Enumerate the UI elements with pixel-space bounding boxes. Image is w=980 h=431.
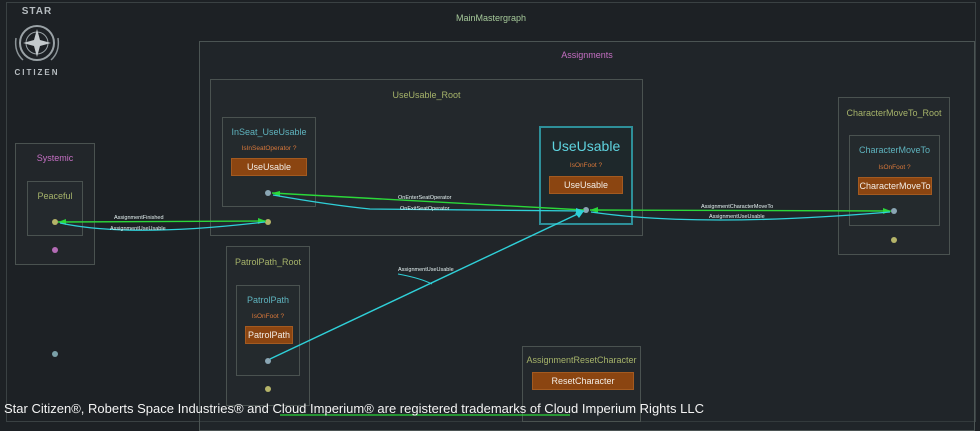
edge-label-assignment-useusable-1: AssignmentUseUsable xyxy=(110,226,166,232)
reset-character-state[interactable]: ResetCharacter xyxy=(532,372,634,390)
edge-on-exit-seat[interactable] xyxy=(272,194,585,212)
useusable-node[interactable]: UseUsable IsOnFoot ? UseUsable xyxy=(539,126,633,225)
inseat-useusable-node[interactable]: InSeat_UseUsable IsInSeatOperator ? UseU… xyxy=(222,117,316,207)
edge-label-assignment-charmove: AssignmentCharacterMoveTo xyxy=(701,204,773,210)
patrolpath-port[interactable] xyxy=(265,358,271,364)
assignment-reset-character-title: AssignmentResetCharacter xyxy=(526,355,637,365)
transition-edges: AssignmentFinished AssignmentUseUsable O… xyxy=(57,191,892,416)
inseat-condition: IsInSeatOperator ? xyxy=(241,145,297,152)
patrolpath-root-port[interactable] xyxy=(265,386,271,392)
main-graph-port[interactable] xyxy=(52,351,58,357)
edge-on-enter-seat[interactable] xyxy=(271,192,585,211)
inseat-state-useusable[interactable]: UseUsable xyxy=(231,158,307,176)
edge-label-on-exit-seat: OnExitSeatOperator xyxy=(400,206,450,212)
useusable-root-title: UseUsable_Root xyxy=(392,90,461,100)
inseat-port[interactable] xyxy=(265,190,271,196)
star-emblem-icon xyxy=(14,25,60,61)
patrolpath-condition: IsOnFoot ? xyxy=(251,313,285,320)
peaceful-title: Peaceful xyxy=(37,191,73,201)
charactermoveto-root-title: CharacterMoveTo_Root xyxy=(846,108,942,118)
star-citizen-logo: STAR CITIZEN xyxy=(8,6,66,78)
useusable-state[interactable]: UseUsable xyxy=(549,176,623,194)
patrolpath-root-title: PatrolPath_Root xyxy=(234,257,302,267)
edge-label-assignment-useusable-3: AssignmentUseUsable xyxy=(398,267,454,273)
assignment-reset-character-node[interactable]: AssignmentResetCharacter ResetCharacter xyxy=(522,346,641,422)
charactermoveto-port[interactable] xyxy=(891,208,897,214)
edge-label-on-enter-seat: OnEnterSeatOperator xyxy=(398,195,452,201)
edge-arrow-useusable-2 xyxy=(590,207,598,213)
edge-assignment-useusable-2[interactable] xyxy=(590,211,891,221)
assignments-title: Assignments xyxy=(561,50,613,60)
edge-label-assignment-useusable-2: AssignmentUseUsable xyxy=(709,214,765,220)
edge-assignment-charmove[interactable] xyxy=(589,209,892,212)
patrolpath-state[interactable]: PatrolPath xyxy=(245,326,293,344)
peaceful-port[interactable] xyxy=(52,219,58,225)
edge-assignment-finished[interactable] xyxy=(57,220,267,223)
charactermoveto-state[interactable]: CharacterMoveTo xyxy=(858,177,932,195)
inseat-useusable-title: InSeat_UseUsable xyxy=(231,127,307,137)
charactermoveto-root-port[interactable] xyxy=(891,237,897,243)
main-mastergraph-title: MainMastergraph xyxy=(455,13,527,23)
logo-line-1: STAR xyxy=(21,6,53,17)
logo-line-2: CITIZEN xyxy=(14,68,60,77)
edge-label-assignment-finished: AssignmentFinished xyxy=(114,215,164,221)
charactermoveto-title: CharacterMoveTo xyxy=(858,145,931,155)
useusable-port[interactable] xyxy=(583,207,589,213)
patrolpath-title: PatrolPath xyxy=(246,295,290,305)
useusable-condition: IsOnFoot ? xyxy=(569,162,603,169)
charactermoveto-condition: IsOnFoot ? xyxy=(878,164,911,171)
systemic-title: Systemic xyxy=(36,153,74,163)
trademark-footer: Star Citizen®, Roberts Space Industries®… xyxy=(4,401,704,416)
useusable-title: UseUsable xyxy=(551,138,621,154)
useusable-root-port[interactable] xyxy=(265,219,271,225)
peaceful-node[interactable]: Peaceful xyxy=(27,181,83,236)
systemic-port[interactable] xyxy=(52,247,58,253)
edge-assignment-useusable-3[interactable] xyxy=(269,210,585,360)
edge-assignment-useusable-3-tick xyxy=(397,273,433,285)
edge-arrow-useusable-3 xyxy=(575,211,584,218)
edge-assignment-useusable-1[interactable] xyxy=(59,221,266,231)
